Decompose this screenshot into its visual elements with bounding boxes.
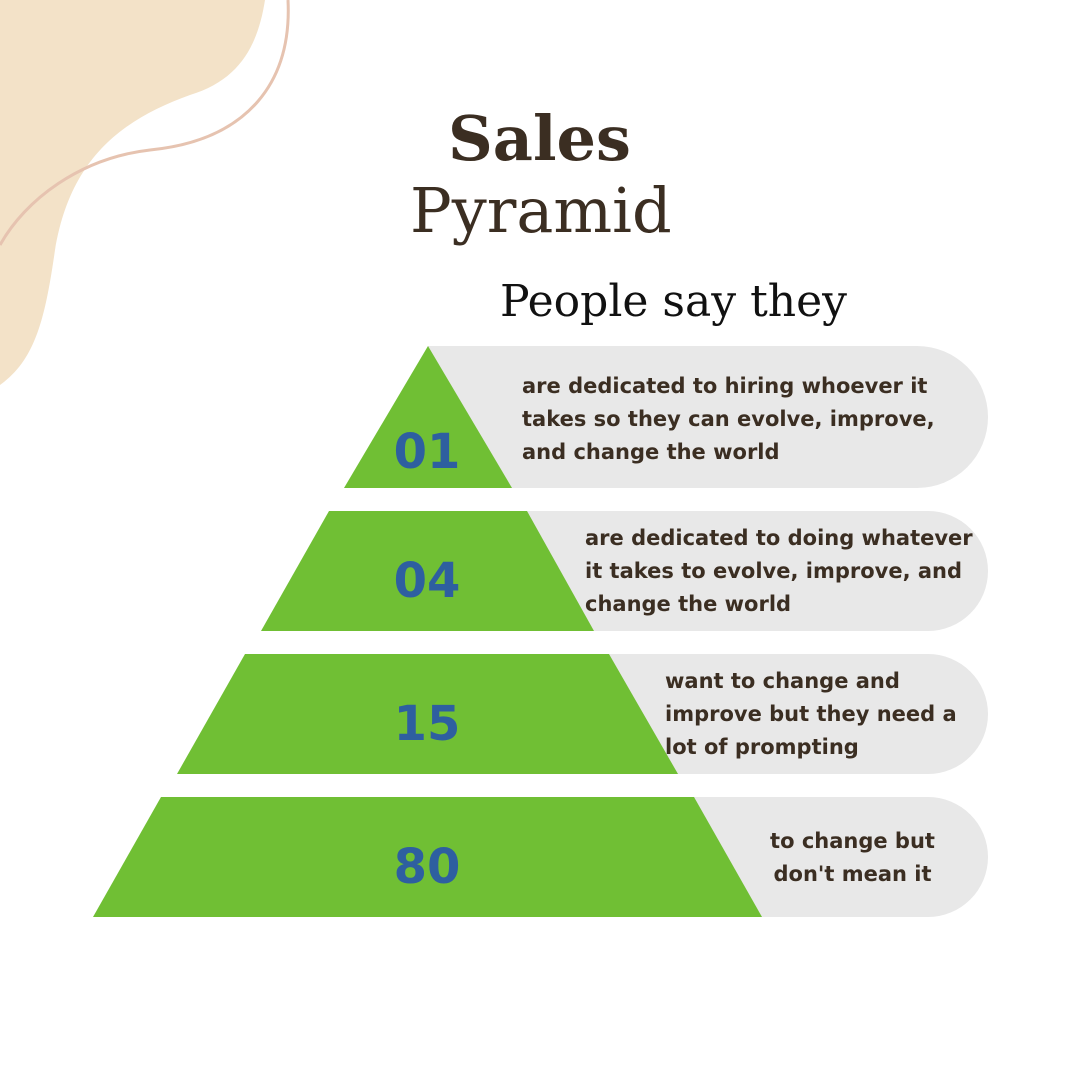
tier-4-number: 80 bbox=[375, 843, 479, 891]
tier-4-text: to change but don't mean it bbox=[760, 825, 945, 891]
